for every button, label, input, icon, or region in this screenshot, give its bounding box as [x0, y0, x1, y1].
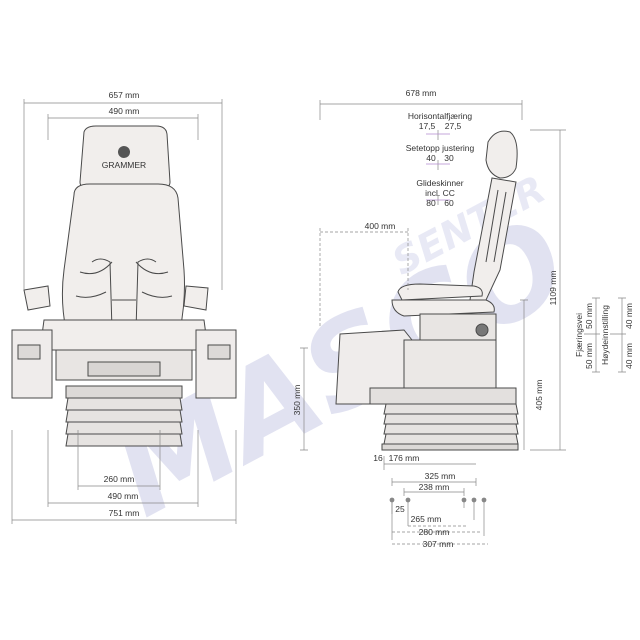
slide-label-2: incl. CC — [425, 188, 455, 198]
front-width-armrests: 751 mm — [109, 508, 140, 518]
mount-hole — [481, 497, 487, 503]
side-height-mid: 405 mm — [534, 380, 544, 411]
front-console-left — [11, 329, 53, 399]
side-bellows — [383, 403, 519, 445]
front-backrest-panel — [91, 258, 157, 331]
side-base-depth: 176 mm — [389, 453, 420, 463]
suspension-a: 50 mm — [584, 343, 594, 369]
seattop-a: 40 — [426, 153, 436, 163]
mount-w4: 280 mm — [419, 527, 450, 537]
height-adj-a: 40 mm — [624, 343, 634, 369]
front-armrest-left — [23, 285, 51, 311]
horizontal-b: 27,5 — [445, 121, 462, 131]
mount-holes — [389, 497, 487, 503]
mount-w3: 265 mm — [411, 514, 442, 524]
slide-a: 80 — [426, 198, 436, 208]
side-offset-small: 16 — [373, 453, 383, 463]
headrest-logo-text: GRAMMER — [102, 160, 146, 170]
mount-hole — [405, 497, 411, 503]
mount-hole — [389, 497, 395, 503]
mount-hole — [471, 497, 477, 503]
slide-b: 60 — [444, 198, 454, 208]
front-width-base2: 490 mm — [108, 491, 139, 501]
slide-label-1: Glideskinner — [416, 178, 463, 188]
height-adj-b: 40 mm — [624, 303, 634, 329]
mount-w1: 325 mm — [425, 471, 456, 481]
height-adj-label: Høydeinnstilling — [600, 305, 610, 365]
front-view: GRAMMER — [11, 125, 237, 447]
front-backrest-seams — [75, 261, 173, 298]
seattop-label: Setetopp justering — [406, 143, 475, 153]
suspension-b: 50 mm — [584, 303, 594, 329]
mount-hole — [461, 497, 467, 503]
front-seat-cushion — [39, 319, 209, 351]
side-seat-cushion — [391, 299, 495, 317]
mount-w2: 238 mm — [419, 482, 450, 492]
front-bellows — [65, 397, 183, 447]
suspension-label: Fjæringsvei — [574, 313, 584, 357]
horizontal-label: Horisontalfjæring — [408, 111, 473, 121]
side-backrest-depth: 400 mm — [365, 221, 396, 231]
front-width-total: 657 mm — [109, 90, 140, 100]
side-view — [335, 130, 519, 451]
horizontal-a: 17,5 — [419, 121, 436, 131]
front-dimensions — [11, 99, 237, 524]
front-width-back: 490 mm — [109, 106, 140, 116]
side-height-base: 350 mm — [292, 385, 302, 416]
side-depth-total: 678 mm — [406, 88, 437, 98]
side-base — [369, 387, 517, 405]
grammer-logo-icon — [118, 146, 130, 158]
front-console-right — [195, 329, 237, 399]
front-backrest — [61, 183, 185, 346]
mount-pattern — [391, 478, 488, 545]
seattop-b: 30 — [444, 153, 454, 163]
side-headrest — [485, 130, 518, 179]
side-adjust-knob — [475, 323, 489, 337]
side-armrest — [397, 283, 483, 301]
mount-w5: 307 mm — [423, 539, 454, 549]
front-width-base: 260 mm — [104, 474, 135, 484]
mount-h-small: 25 — [395, 504, 405, 514]
front-armrest-right — [183, 285, 209, 311]
side-height-total: 1109 mm — [548, 271, 558, 306]
side-dimensions — [300, 100, 626, 470]
